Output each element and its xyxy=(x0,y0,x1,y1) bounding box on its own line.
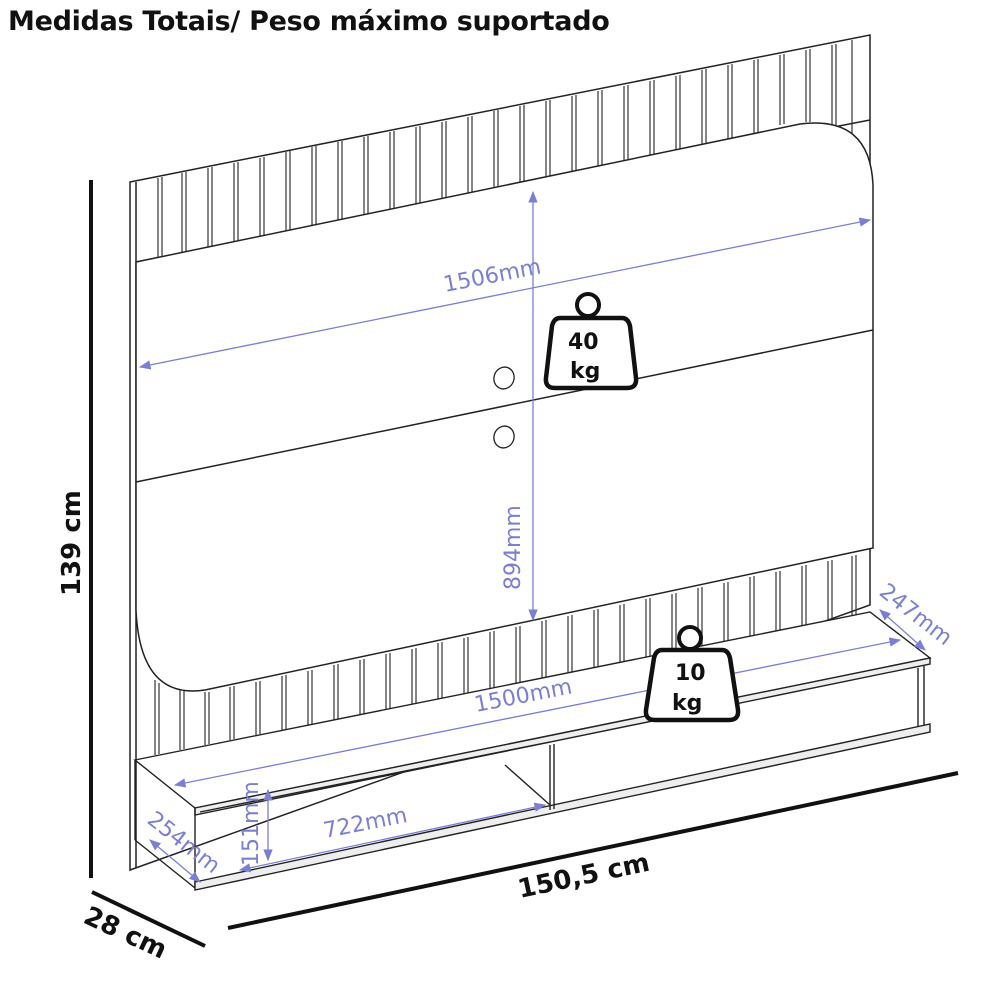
page-title: Medidas Totais/ Peso máximo suportado xyxy=(8,6,610,37)
dimension-lines xyxy=(138,190,926,883)
overall-dimension-lines xyxy=(89,180,959,948)
weight-icon-40kg xyxy=(543,292,639,391)
overall-width-label: 150,5 cm xyxy=(515,848,652,905)
panel-height-label: 894mm xyxy=(501,505,526,590)
overall-height-label: 139 cm xyxy=(57,490,87,596)
niche-height-label: 151mm xyxy=(239,781,264,866)
weight-10-unit: kg xyxy=(672,691,702,716)
weight-40-value: 40 xyxy=(568,330,599,355)
weight-icon-10kg xyxy=(643,625,741,723)
weight-10-value: 10 xyxy=(675,661,706,686)
weight-40-unit: kg xyxy=(570,359,600,384)
niche-width-label: 722mm xyxy=(321,803,409,844)
cable-holes xyxy=(493,366,515,449)
overall-depth-label: 28 cm xyxy=(79,901,171,965)
